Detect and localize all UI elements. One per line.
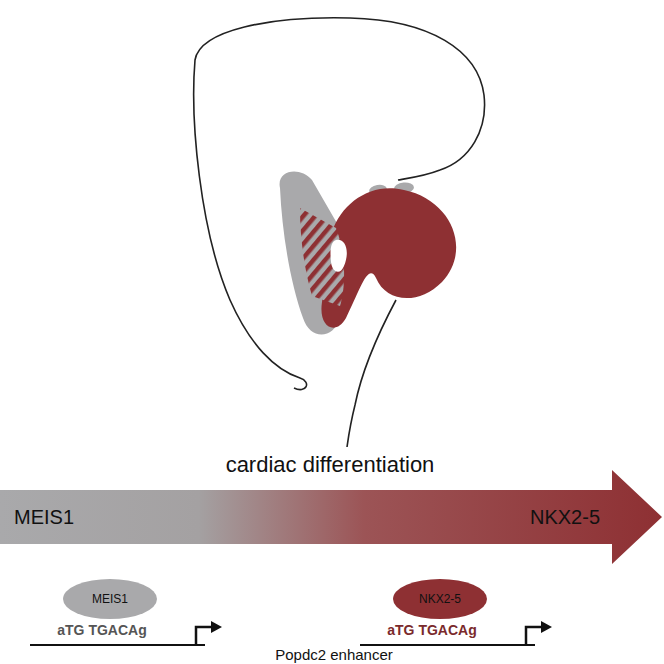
tss-arrowhead [541,621,552,633]
gradient-arrow [0,470,662,564]
oval-shape [393,579,487,619]
node-label: MEIS1 [92,592,128,606]
differentiation-arrow: MEIS1 NKX2-5 [0,468,664,566]
node-label: MEIS1 [14,506,74,529]
motif-logo: aTG TGACAg [57,622,146,638]
meis1-factor-oval: MEIS1 [62,578,158,620]
node-label: NKX2-5 [530,506,600,529]
enhancer-line [30,644,205,646]
nkx25-factor-oval: NKX2-5 [392,578,488,620]
heart-tube [321,188,456,327]
motif-logo: aTG TGACAg [387,622,476,638]
node-label: NKX2-5 [419,592,461,606]
tss-arrowhead [211,621,222,633]
embryo-body-line [347,300,396,447]
tss-arrow [196,627,212,645]
tss-arrow [526,627,542,645]
embryo-outline [194,18,485,390]
heart-lumen [331,240,347,272]
embryo-head-line [398,170,440,180]
process-label: cardiac differentiation [226,452,435,478]
enhancer-label: Popdc2 enhancer [275,646,393,663]
oval-shape [63,579,157,619]
